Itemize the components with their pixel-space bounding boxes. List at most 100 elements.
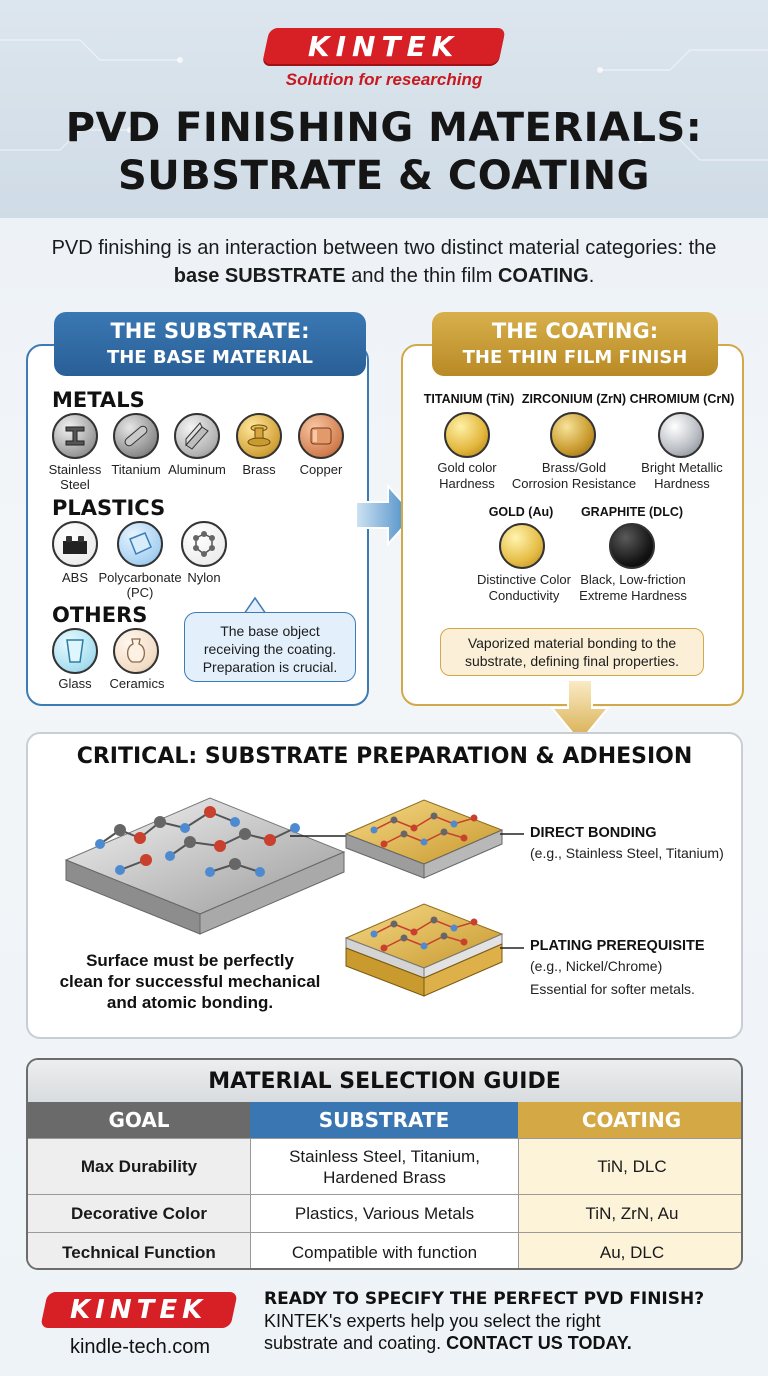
cta-heading: READY TO SPECIFY THE PERFECT PVD FINISH? bbox=[264, 1289, 705, 1309]
substrate-cell: Plastics, Various Metals bbox=[250, 1195, 518, 1232]
au-coating-swatch bbox=[499, 523, 545, 569]
metals-label: METALS bbox=[52, 388, 145, 412]
coating-crn-name: CHROMIUM (CrN) bbox=[629, 392, 735, 406]
copper-pipe-icon bbox=[298, 413, 344, 459]
polycarbonate-sheet-icon bbox=[117, 521, 163, 567]
caption-line-1: Surface must be perfectly bbox=[86, 951, 294, 970]
titanium-rod-icon bbox=[113, 413, 159, 459]
au-prop-1: Distinctive Color bbox=[477, 572, 571, 587]
coating-cell: TiN, DLC bbox=[518, 1139, 741, 1194]
cta-contact-us: CONTACT US TODAY. bbox=[446, 1333, 632, 1353]
crn-coating-swatch bbox=[658, 412, 704, 458]
col-header-substrate: SUBSTRATE bbox=[250, 1102, 518, 1138]
clean-surface-illustration bbox=[64, 797, 346, 935]
dlc-prop-2: Extreme Hardness bbox=[579, 588, 687, 603]
aluminum-label: Aluminum bbox=[168, 462, 226, 477]
substrate-cell-line-2: Hardened Brass bbox=[323, 1167, 446, 1187]
clean-surface-caption: Surface must be perfectly clean for succ… bbox=[40, 950, 340, 1013]
plating-connector bbox=[500, 947, 524, 949]
intro-part-2: and the thin film bbox=[345, 265, 498, 287]
tin-prop-1: Gold color bbox=[437, 460, 497, 475]
pc-label-1: Polycarbonate bbox=[98, 570, 182, 585]
plating-illustration bbox=[344, 903, 504, 997]
zrn-coating-swatch bbox=[550, 412, 596, 458]
crn-prop-1: Bright Metallic bbox=[641, 460, 723, 475]
coating-cell: TiN, ZrN, Au bbox=[518, 1195, 741, 1232]
contact-cta[interactable]: READY TO SPECIFY THE PERFECT PVD FINISH?… bbox=[264, 1288, 754, 1354]
substrate-panel-header: THE SUBSTRATE: THE BASE MATERIAL bbox=[54, 312, 366, 376]
nylon-molecule-icon bbox=[181, 521, 227, 567]
table-row: Decorative Color Plastics, Various Metal… bbox=[28, 1194, 741, 1232]
copper-label: Copper bbox=[299, 462, 343, 477]
plating-examples: (e.g., Nickel/Chrome) bbox=[530, 958, 663, 974]
plating-note: Essential for softer metals. bbox=[530, 981, 695, 997]
abs-brick-icon bbox=[52, 521, 98, 567]
website-link[interactable]: kindle-tech.com bbox=[69, 1336, 211, 1358]
tagline: Solution for researching bbox=[285, 70, 483, 89]
glass-cup-icon bbox=[52, 628, 98, 674]
au-prop-2: Conductivity bbox=[488, 588, 560, 603]
sub-bubble-line-1: The base object bbox=[220, 623, 320, 639]
intro-text: PVD finishing is an interaction between … bbox=[40, 234, 728, 290]
direct-bonding-examples: (e.g., Stainless Steel, Titanium) bbox=[530, 845, 724, 861]
coat-bubble-line-1: Vaporized material bonding to the bbox=[467, 635, 677, 651]
cta-line-1: KINTEK's experts help you select the rig… bbox=[264, 1311, 601, 1331]
intro-bold-substrate: base SUBSTRATE bbox=[173, 265, 346, 287]
dlc-prop-1: Black, Low-friction bbox=[580, 572, 686, 587]
ceramic-vase-icon bbox=[113, 628, 159, 674]
sub-bubble-line-3: Preparation is crucial. bbox=[202, 659, 338, 675]
stainless-label-1: Stainless bbox=[48, 462, 102, 477]
coat-bubble-line-2: substrate, defining final properties. bbox=[464, 653, 679, 669]
substrate-head-line-1: THE SUBSTRATE: bbox=[110, 319, 310, 343]
zrn-prop-2: Corrosion Resistance bbox=[511, 476, 637, 491]
header-circuit-decor bbox=[0, 39, 768, 161]
kintek-logo[interactable]: KINTEK bbox=[262, 28, 506, 64]
down-arrow-icon bbox=[550, 680, 610, 744]
critical-title: CRITICAL: SUBSTRATE PREPARATION & ADHESI… bbox=[76, 744, 693, 769]
others-label: OTHERS bbox=[52, 603, 148, 627]
stainless-label-2: Steel bbox=[60, 477, 90, 492]
intro-part-3: . bbox=[588, 265, 595, 287]
glass-label: Glass bbox=[58, 676, 92, 691]
stainless-steel-icon bbox=[52, 413, 98, 459]
coating-panel-header: THE COATING: THE THIN FILM FINISH bbox=[432, 312, 718, 376]
dlc-coating-swatch bbox=[609, 523, 655, 569]
pc-label-2: (PC) bbox=[126, 585, 154, 600]
ceramics-label: Ceramics bbox=[109, 676, 165, 691]
crn-prop-2: Hardness bbox=[654, 476, 710, 491]
cta-line-2-text: substrate and coating. bbox=[264, 1333, 447, 1353]
tin-prop-2: Hardness bbox=[439, 476, 495, 491]
col-header-goal: GOAL bbox=[28, 1102, 250, 1138]
page-title: PVD FINISHING MATERIALS: SUBSTRATE & COA… bbox=[0, 104, 768, 200]
aluminum-angle-icon bbox=[174, 413, 220, 459]
nylon-label: Nylon bbox=[187, 570, 221, 585]
table-title: MATERIAL SELECTION GUIDE bbox=[28, 1060, 741, 1102]
footer-logo-text: KINTEK bbox=[70, 1295, 208, 1325]
coating-head-line-2: THE THIN FILM FINISH bbox=[462, 347, 688, 368]
table-row: Technical Function Compatible with funct… bbox=[28, 1232, 741, 1268]
col-header-coating: COATING bbox=[518, 1102, 741, 1138]
titanium-label: Titanium bbox=[111, 462, 161, 477]
footer-kintek-logo[interactable]: KINTEK bbox=[40, 1292, 238, 1328]
title-line-2: SUBSTRATE & COATING bbox=[118, 153, 650, 199]
cta-line-2: substrate and coating. CONTACT US TODAY. bbox=[264, 1332, 754, 1354]
coating-zrn-name: ZIRCONIUM (ZrN) bbox=[521, 392, 627, 406]
coating-tin-name: TITANIUM (TiN) bbox=[423, 392, 515, 406]
caption-line-3: and atomic bonding. bbox=[106, 993, 274, 1012]
tin-coating-swatch bbox=[444, 412, 490, 458]
brass-label: Brass bbox=[242, 462, 276, 477]
substrate-note-bubble: The base object receiving the coating. P… bbox=[184, 612, 356, 682]
coating-note-bubble: Vaporized material bonding to the substr… bbox=[440, 628, 704, 676]
coating-head-line-1: THE COATING: bbox=[491, 319, 659, 343]
sub-bubble-line-2: receiving the coating. bbox=[203, 641, 337, 657]
goal-cell: Technical Function bbox=[28, 1233, 250, 1268]
substrate-cell: Stainless Steel, Titanium,Hardened Brass bbox=[250, 1139, 518, 1194]
substrate-cell-line-1: Stainless Steel, Titanium, bbox=[289, 1146, 480, 1166]
substrate-cell: Compatible with function bbox=[250, 1233, 518, 1268]
goal-cell: Decorative Color bbox=[28, 1195, 250, 1232]
